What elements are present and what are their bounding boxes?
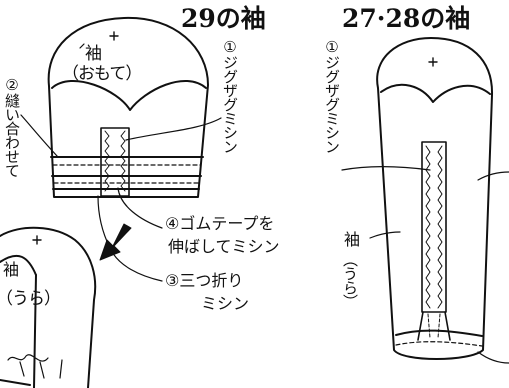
title-sleeve-29: 29の袖 <box>181 4 266 33</box>
sleeve-27-28-shape <box>376 37 494 360</box>
leader-back-right <box>369 231 401 239</box>
leader-edge-right <box>477 171 509 181</box>
down-left-arrow-icon <box>99 223 132 261</box>
label-zigzag-right: ①ジグザグミシン <box>323 38 341 153</box>
label-trifold-line2: ミシン <box>201 294 250 313</box>
label-sleeve-back-right: 袖 <box>344 230 361 249</box>
label-zigzag-left: ①ジグザグミシン <box>221 38 239 153</box>
label-seam-together: ②縫い合わせて <box>3 76 21 177</box>
label-elastic-line2: 伸ばしてミシン <box>168 237 280 256</box>
leader-elastic <box>117 187 163 229</box>
label-sleeve-front: 袖 <box>85 44 102 64</box>
label-elastic-line1: ④ゴムテープを <box>165 214 275 233</box>
label-sleeve-back-left-sub: （うら） <box>0 289 61 309</box>
grain-mark-partial <box>32 235 42 245</box>
label-trifold-line1: ③三つ折り <box>165 271 244 290</box>
grain-mark-27-28 <box>428 57 438 67</box>
label-sleeve-back-left: 袖 <box>3 260 20 279</box>
label-sleeve-back-right-sub: （うら） <box>341 252 359 308</box>
leader-zigzag-left <box>125 117 222 141</box>
label-sleeve-front-sub: （おもて） <box>62 64 142 84</box>
sleeve-back-partial-shape <box>0 226 97 388</box>
title-sleeve-27-28: 27·28の袖 <box>342 4 471 33</box>
grain-mark-29 <box>109 31 119 41</box>
leader-zigzag-right <box>341 166 431 171</box>
sleeve-29-front-shape <box>47 16 209 198</box>
leader-seam <box>20 114 59 158</box>
leader-bottom-right <box>477 351 509 364</box>
grain-tick-29 <box>79 43 85 49</box>
